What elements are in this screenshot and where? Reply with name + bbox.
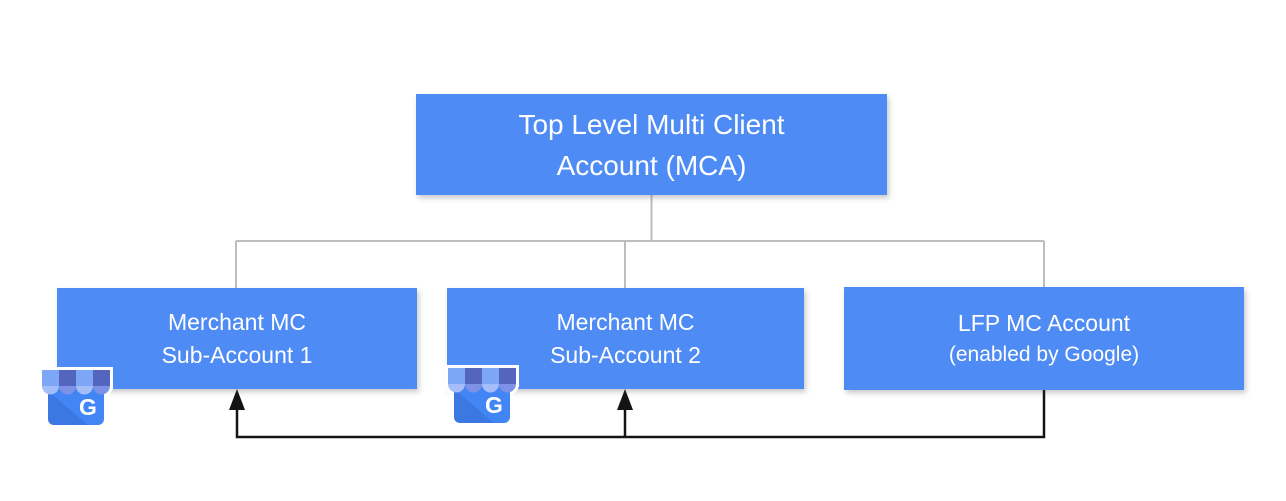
feedback-arrowhead-merchant1 [229,389,245,410]
node-merchant-sub-account-1-line2: Sub-Account 1 [161,341,313,368]
google-my-business-icon: G [444,365,522,427]
node-top-level-mca-line1: Top Level Multi Client [518,108,785,140]
feedback-connectors [235,390,1046,439]
node-lfp-mc-account-line2: (enabled by Google) [948,342,1140,366]
gmb-g-letter: G [79,394,97,420]
node-merchant-sub-account-2-line2: Sub-Account 2 [550,341,701,368]
node-top-level-mca: Top Level Multi Client Account (MCA) [416,94,887,195]
node-merchant-sub-account-2-line1: Merchant MC [556,308,695,335]
feedback-arrowhead-merchant2 [617,389,633,410]
hierarchy-connectors [235,195,1045,288]
google-my-business-icon: G [38,367,116,429]
node-merchant-sub-account-1: Merchant MC Sub-Account 1 [57,288,417,389]
gmb-g-letter: G [485,392,503,418]
feedback-line-main [235,390,1046,439]
node-top-level-mca-line2: Account (MCA) [556,149,747,181]
node-merchant-sub-account-1-line1: Merchant MC [167,308,307,335]
node-lfp-mc-account: LFP MC Account (enabled by Google) [844,287,1244,390]
node-lfp-mc-account-line1: LFP MC Account [957,309,1131,336]
